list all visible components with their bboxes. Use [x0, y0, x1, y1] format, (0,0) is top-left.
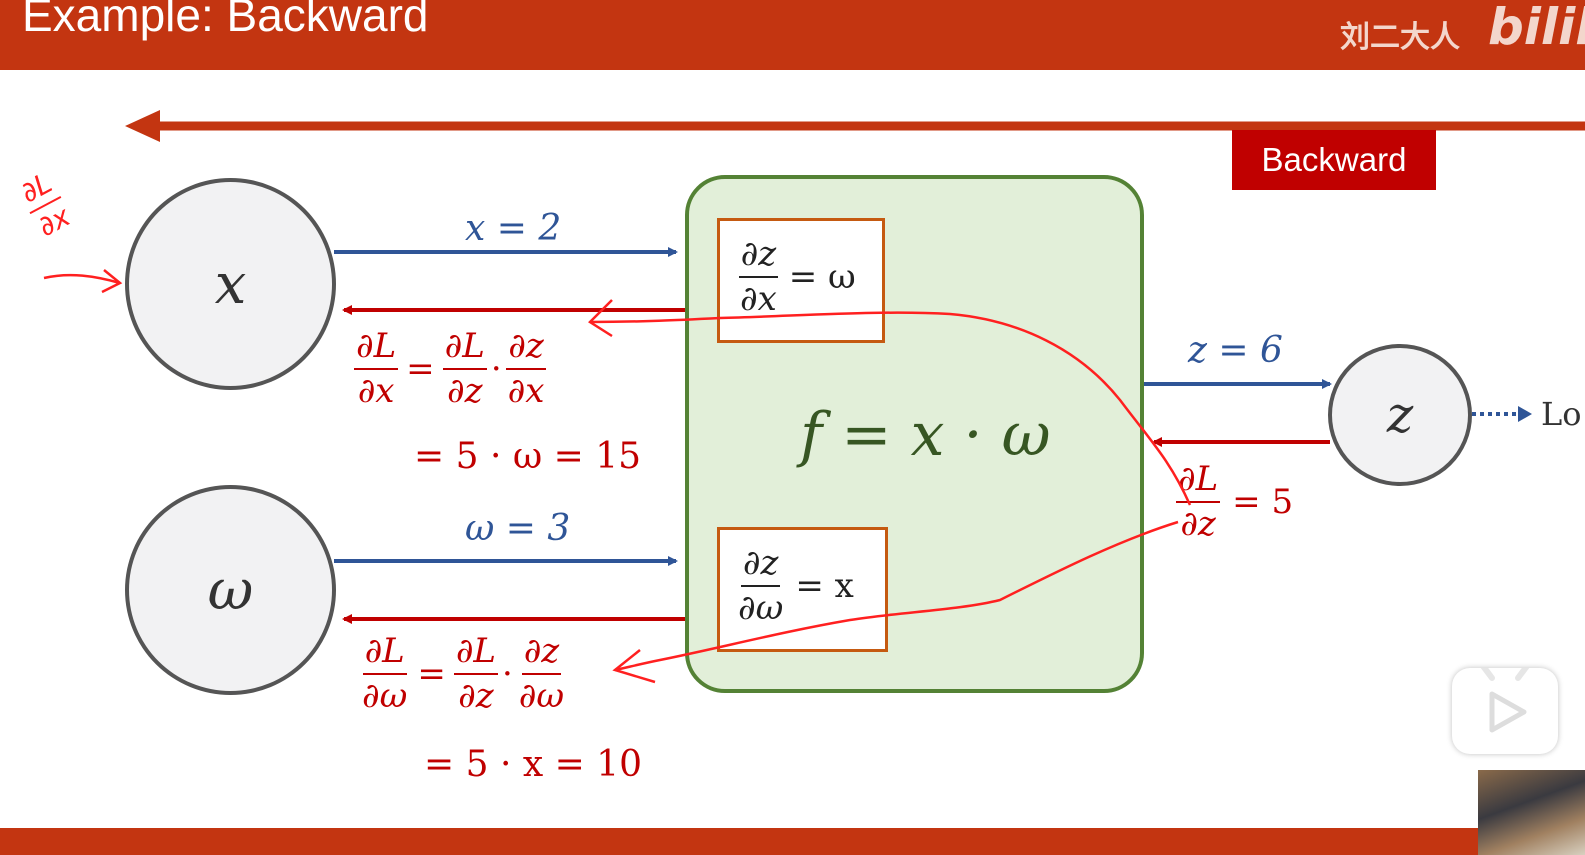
grad-x-lhs-den: ∂x	[357, 371, 395, 412]
ink-arrow-into-x-head	[101, 269, 123, 294]
loss-arrowhead	[1518, 406, 1532, 422]
node-z-label: z	[1386, 386, 1414, 444]
node-x-label: x	[214, 251, 247, 317]
grad-x-t2-num: ∂z	[506, 326, 546, 371]
grad-x-t1-den: ∂z	[447, 371, 483, 412]
slide-title: Example: Backward	[22, 0, 429, 41]
dz-dx-rhs: = ω	[788, 257, 856, 298]
watermark-text: 刘二大人	[1340, 20, 1460, 55]
play-icon	[1480, 668, 1530, 733]
local-gradient-dz-dx: ∂z∂x = ω	[717, 218, 885, 343]
node-w-label: ω	[207, 557, 254, 623]
dl-dz-rhs: = 5	[1232, 482, 1294, 523]
backward-arrowhead	[125, 110, 160, 142]
grad-x-result: = 5 · ω = 15	[414, 436, 642, 477]
forward-value-w: ω = 3	[465, 508, 571, 549]
ink-arrow-into-x	[43, 273, 121, 285]
grad-x-t1-num: ∂L	[442, 326, 487, 371]
bilibili-logo: bilib	[1488, 0, 1585, 56]
grad-x-lhs-num: ∂L	[354, 326, 399, 371]
node-x: x	[125, 178, 336, 390]
header-bar	[0, 0, 1585, 70]
footer-bar	[0, 828, 1585, 855]
backward-label: Backward	[1232, 130, 1436, 190]
upstream-gradient: ∂L∂z = 5	[1176, 459, 1294, 545]
grad-w-lhs-den: ∂ω	[362, 676, 408, 717]
node-z: z	[1328, 344, 1472, 486]
play-button[interactable]	[1452, 668, 1558, 754]
dz-dw-rhs: = x	[795, 566, 854, 607]
dz-dw-denominator: ∂ω	[738, 588, 784, 629]
local-gradient-dz-dw: ∂z∂ω = x	[717, 527, 888, 652]
function-label: f = x · ω	[800, 400, 1051, 470]
grad-x-t2-den: ∂x	[507, 371, 545, 412]
chain-rule-x: ∂L∂x = ∂L∂z · ∂z∂x	[354, 326, 546, 412]
grad-w-t1-den: ∂z	[458, 676, 494, 717]
forward-value-z: z = 6	[1188, 330, 1283, 371]
ink-arrowhead-x	[588, 299, 613, 338]
node-w: ω	[125, 485, 336, 695]
chain-rule-w: ∂L∂ω = ∂L∂z · ∂z∂ω	[362, 631, 565, 717]
forward-value-x: x = 2	[465, 208, 562, 249]
grad-w-t2-den: ∂ω	[518, 676, 565, 717]
grad-w-t1-num: ∂L	[453, 631, 498, 676]
grad-w-result: = 5 · x = 10	[424, 744, 643, 785]
grad-w-lhs-num: ∂L	[362, 631, 407, 676]
dz-dw-numerator: ∂z	[740, 543, 781, 588]
webcam-thumbnail	[1478, 770, 1585, 855]
dz-dx-denominator: ∂x	[740, 279, 777, 320]
handwritten-gradient-note: ∂L∂x	[13, 166, 78, 245]
dz-dx-numerator: ∂z	[738, 234, 779, 279]
grad-w-t2-num: ∂z	[521, 631, 562, 676]
dl-dz-numerator: ∂L	[1176, 459, 1221, 504]
loss-label: Lo	[1541, 395, 1582, 433]
dl-dz-denominator: ∂z	[1180, 504, 1216, 545]
ink-arrowhead-w	[612, 649, 656, 684]
